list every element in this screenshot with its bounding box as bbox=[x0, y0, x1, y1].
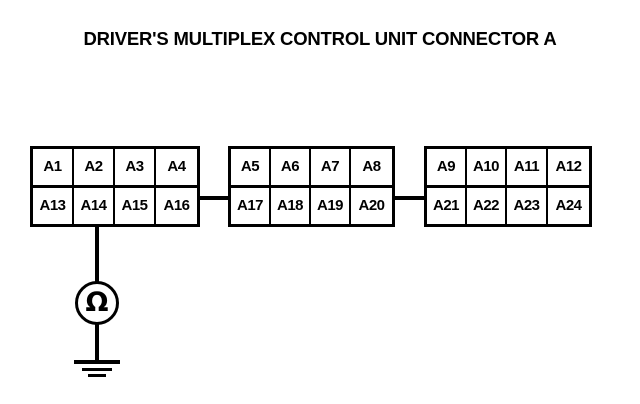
connector-block-1: A1 A2 A3 A4 A13 A14 A15 A16 bbox=[30, 146, 200, 227]
terminal-a2[interactable]: A2 bbox=[74, 149, 115, 185]
terminal-a4[interactable]: A4 bbox=[167, 158, 186, 175]
terminal-a3[interactable]: A3 bbox=[115, 149, 156, 185]
terminal-a14[interactable]: A14 bbox=[74, 188, 115, 224]
page-title: DRIVER'S MULTIPLEX CONTROL UNIT CONNECTO… bbox=[83, 28, 557, 49]
connector-row-top-1: A1 A2 A3 A4 bbox=[33, 149, 197, 188]
terminal-a24[interactable]: A24 bbox=[555, 197, 582, 214]
terminal-a6[interactable]: A6 bbox=[271, 149, 311, 185]
ohmmeter-icon: Ω bbox=[75, 281, 119, 325]
terminal-a21[interactable]: A21 bbox=[427, 188, 467, 224]
terminal-a15[interactable]: A15 bbox=[115, 188, 156, 224]
connector-row-top-2: A5 A6 A7 A8 bbox=[231, 149, 392, 188]
terminal-a13[interactable]: A13 bbox=[33, 188, 74, 224]
terminal-a9[interactable]: A9 bbox=[427, 149, 467, 185]
ground-icon-bar-2 bbox=[82, 368, 112, 371]
connector-row-top-3: A9 A10 A11 A12 bbox=[427, 149, 589, 188]
connector-row-bottom-3: A21 A22 A23 A24 bbox=[427, 188, 589, 224]
terminal-a8[interactable]: A8 bbox=[362, 158, 381, 175]
connector-block-2: A5 A6 A7 A8 A17 A18 A19 A20 bbox=[228, 146, 395, 227]
terminal-a12[interactable]: A12 bbox=[555, 158, 582, 175]
terminal-a20[interactable]: A20 bbox=[358, 197, 385, 214]
terminal-a16[interactable]: A16 bbox=[163, 197, 190, 214]
connector-block-3: A9 A10 A11 A12 A21 A22 A23 A24 bbox=[424, 146, 592, 227]
ground-icon-bar-3 bbox=[88, 374, 106, 377]
terminal-a7[interactable]: A7 bbox=[311, 149, 351, 185]
ohm-glyph: Ω bbox=[85, 287, 109, 318]
probe-lead-upper bbox=[95, 218, 99, 282]
interconnect-line-1-2 bbox=[196, 196, 232, 200]
ground-icon-bar-1 bbox=[74, 360, 120, 364]
terminal-a22[interactable]: A22 bbox=[467, 188, 507, 224]
probe-lead-lower bbox=[95, 324, 99, 362]
terminal-a17[interactable]: A17 bbox=[231, 188, 271, 224]
terminal-a10[interactable]: A10 bbox=[467, 149, 507, 185]
terminal-a1[interactable]: A1 bbox=[33, 149, 74, 185]
connector-row-bottom-1: A13 A14 A15 A16 bbox=[33, 188, 197, 224]
connector-row-bottom-2: A17 A18 A19 A20 bbox=[231, 188, 392, 224]
terminal-a19[interactable]: A19 bbox=[311, 188, 351, 224]
terminal-a11[interactable]: A11 bbox=[507, 149, 548, 185]
terminal-a18[interactable]: A18 bbox=[271, 188, 311, 224]
interconnect-line-2-3 bbox=[391, 196, 428, 200]
terminal-a5[interactable]: A5 bbox=[231, 149, 271, 185]
terminal-a23[interactable]: A23 bbox=[507, 188, 548, 224]
